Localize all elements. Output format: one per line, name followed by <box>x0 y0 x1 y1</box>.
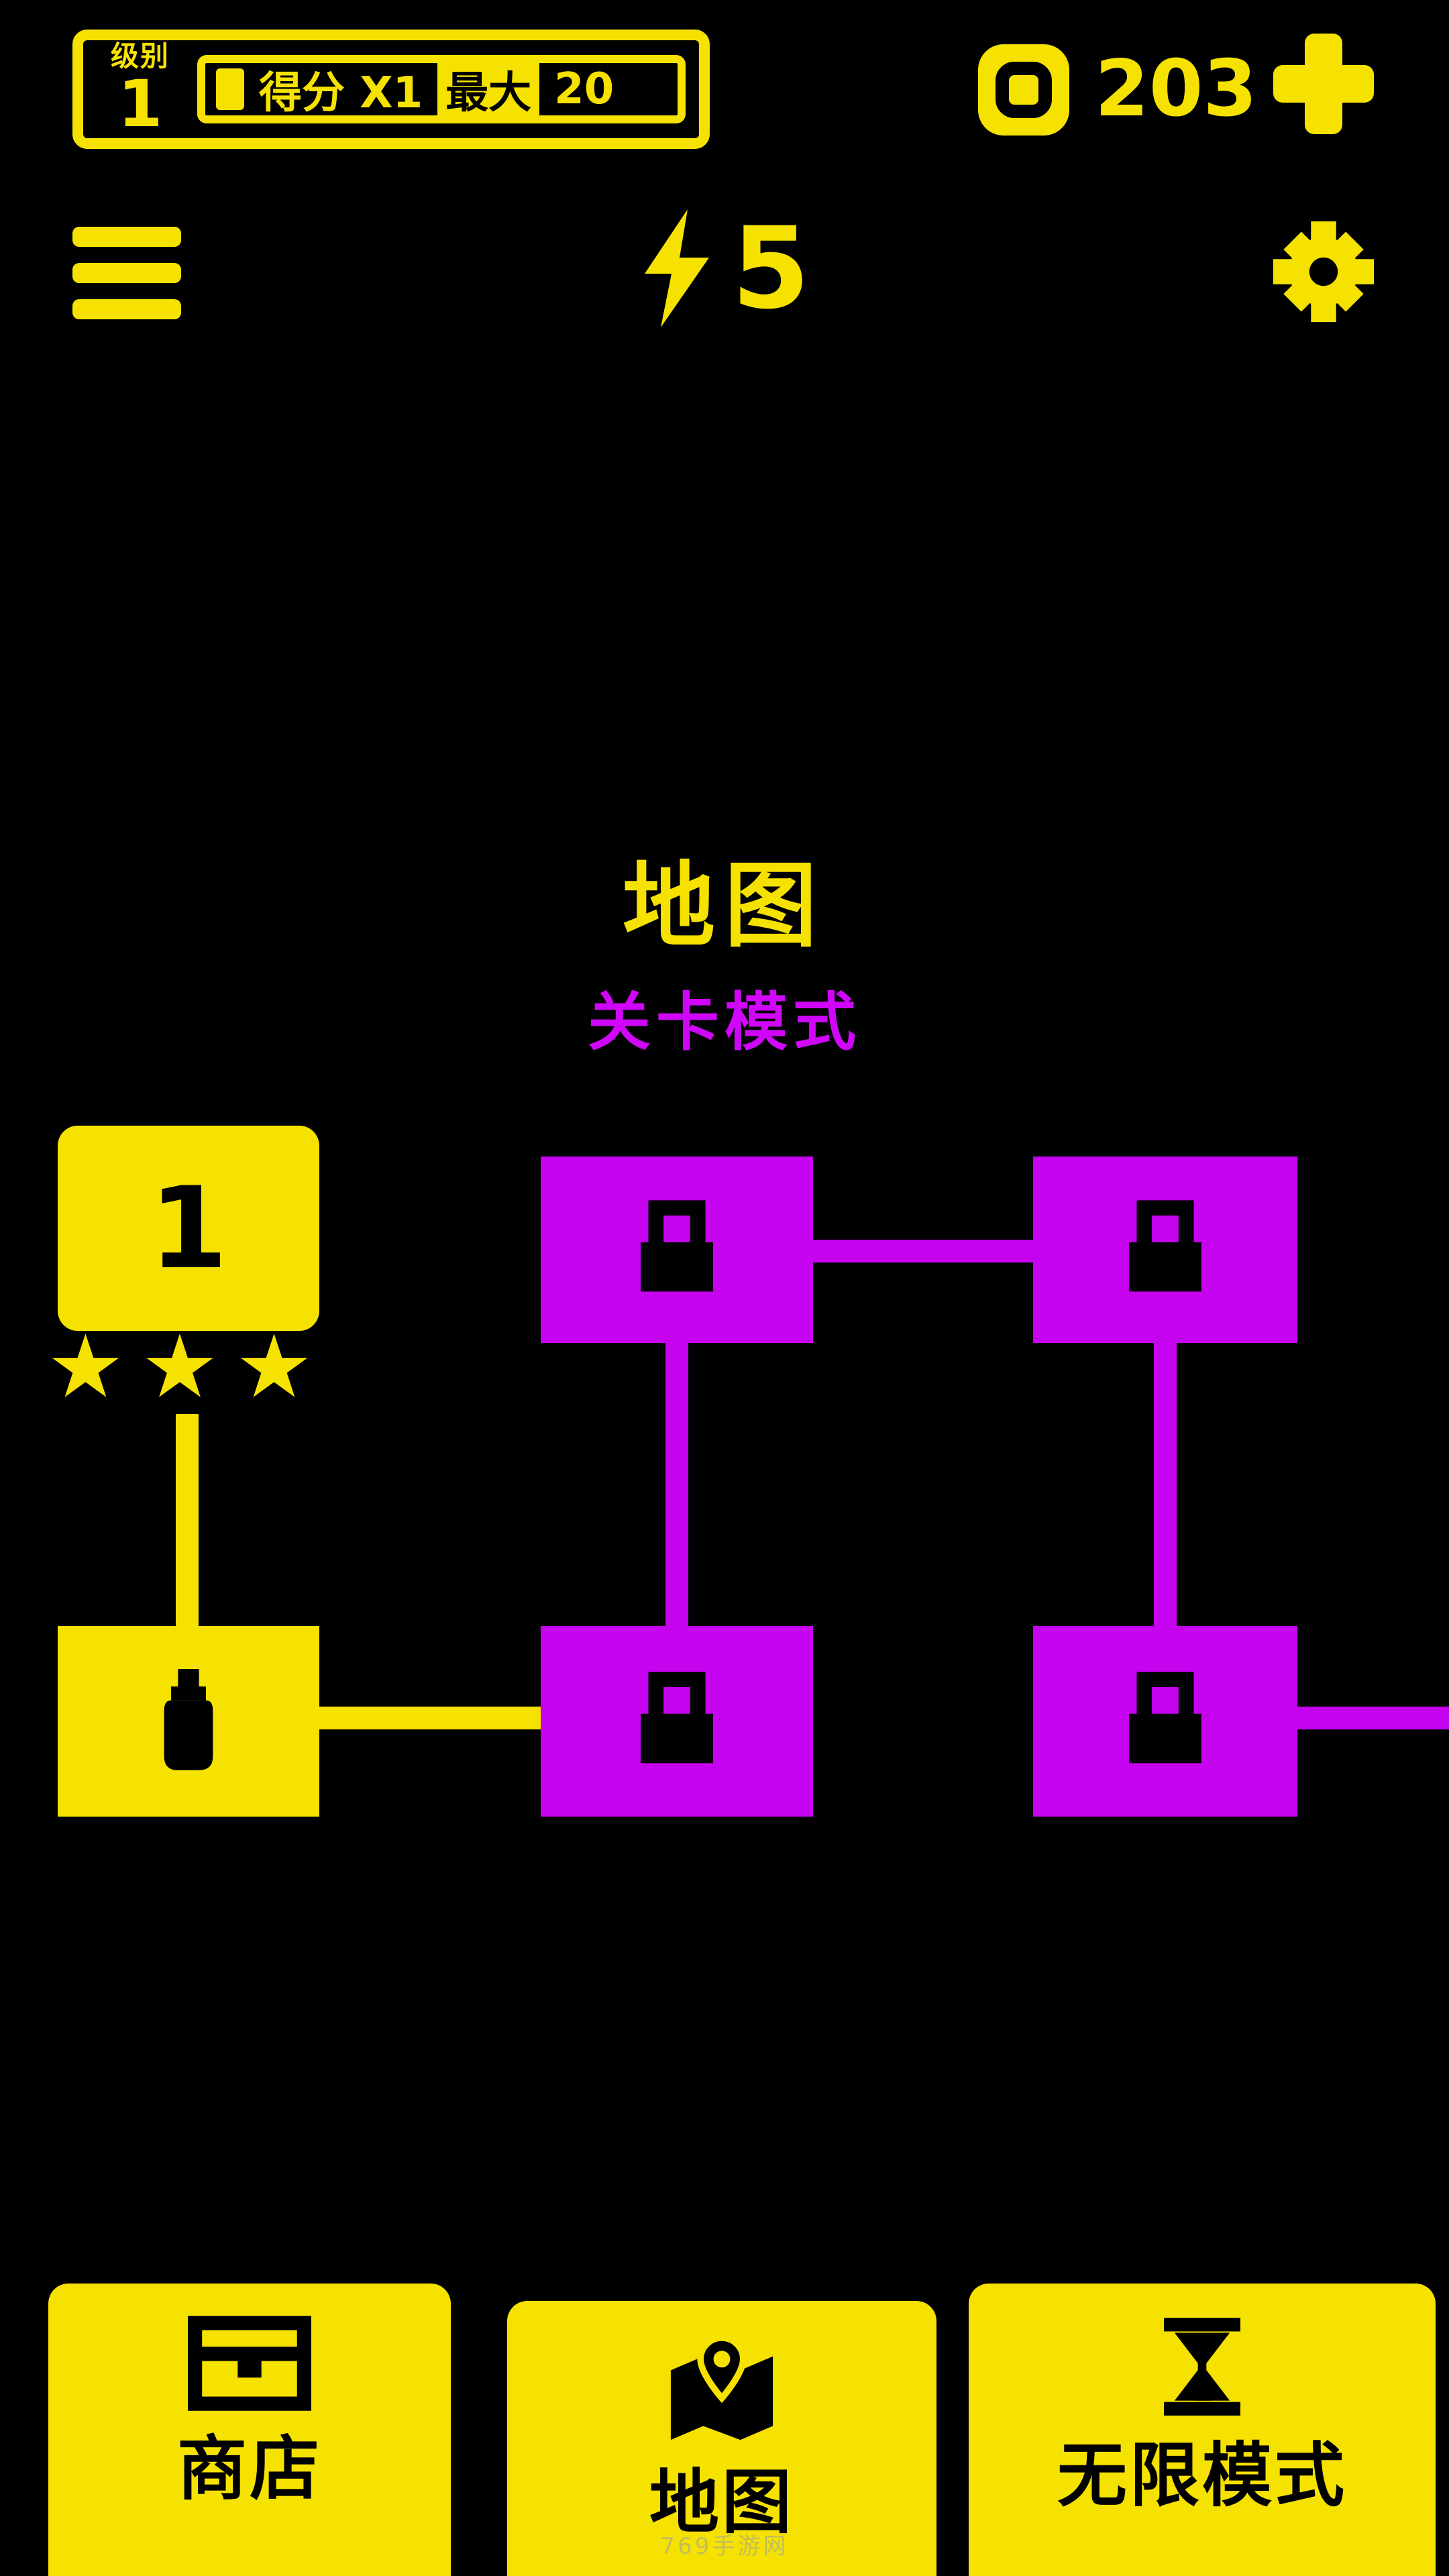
locked-level-node[interactable] <box>541 1157 813 1343</box>
locked-level-node[interactable] <box>541 1626 813 1817</box>
shop-button-label: 商店 <box>176 2428 322 2510</box>
path-connector <box>1296 1707 1449 1729</box>
locked-level-node[interactable] <box>1033 1157 1297 1343</box>
level-node-number: 1 <box>149 1163 228 1294</box>
lock-icon <box>641 1672 713 1764</box>
path-connector <box>665 1343 688 1629</box>
level-value: 1 <box>117 66 163 142</box>
level-label: 级别 <box>110 40 170 72</box>
map-button[interactable]: 地图 <box>507 2301 936 2576</box>
shop-button[interactable]: 商店 <box>48 2284 451 2576</box>
add-coins-button[interactable] <box>1273 34 1374 134</box>
path-connector <box>1154 1343 1177 1629</box>
locked-level-node[interactable] <box>1033 1626 1297 1817</box>
max-label: 最大 <box>437 57 540 121</box>
lock-icon <box>641 1200 713 1292</box>
path-connector <box>176 1414 199 1629</box>
score-progress-bar: 得分 X1 最大 20 <box>197 55 686 123</box>
path-connector <box>812 1240 1034 1263</box>
path-connector <box>318 1707 543 1729</box>
page-title: 地图 <box>622 852 826 960</box>
coin-icon <box>978 44 1069 136</box>
lock-icon <box>1129 1672 1201 1764</box>
watermark: 769手游网 <box>660 2533 789 2560</box>
infinite-mode-label: 无限模式 <box>1057 2434 1347 2516</box>
shop-chest-icon <box>188 2316 311 2411</box>
energy-count: 5 <box>731 203 810 334</box>
gear-icon <box>1273 221 1374 322</box>
page-subtitle: 关卡模式 <box>587 986 861 1059</box>
infinite-mode-button[interactable]: 无限模式 <box>969 2284 1436 2576</box>
lock-icon <box>1129 1200 1201 1292</box>
player-pawn-icon <box>164 1669 213 1770</box>
progress-fill <box>216 68 244 110</box>
menu-icon <box>72 299 181 319</box>
score-multiplier-label: 得分 X1 <box>259 68 423 118</box>
map-pin-icon <box>670 2334 773 2440</box>
max-value: 20 <box>554 64 614 114</box>
coin-ring <box>996 62 1052 118</box>
level-indicator: 级别 1 <box>83 40 197 142</box>
settings-button[interactable] <box>1273 221 1374 322</box>
level-progress-box: 级别 1 得分 X1 最大 20 <box>72 30 710 149</box>
energy-bolt-icon <box>644 209 709 327</box>
hourglass-icon <box>1164 2318 1240 2416</box>
level-node-1[interactable]: 1 <box>58 1126 319 1331</box>
map-button-label: 地图 <box>649 2461 794 2543</box>
star-row: ★★★ <box>46 1316 329 1417</box>
current-position-node[interactable] <box>58 1626 319 1817</box>
menu-icon <box>72 263 181 283</box>
menu-button[interactable] <box>72 227 181 319</box>
coin-amount: 203 <box>1095 44 1258 134</box>
menu-icon <box>72 227 181 247</box>
energy-counter: 5 <box>0 209 1449 327</box>
